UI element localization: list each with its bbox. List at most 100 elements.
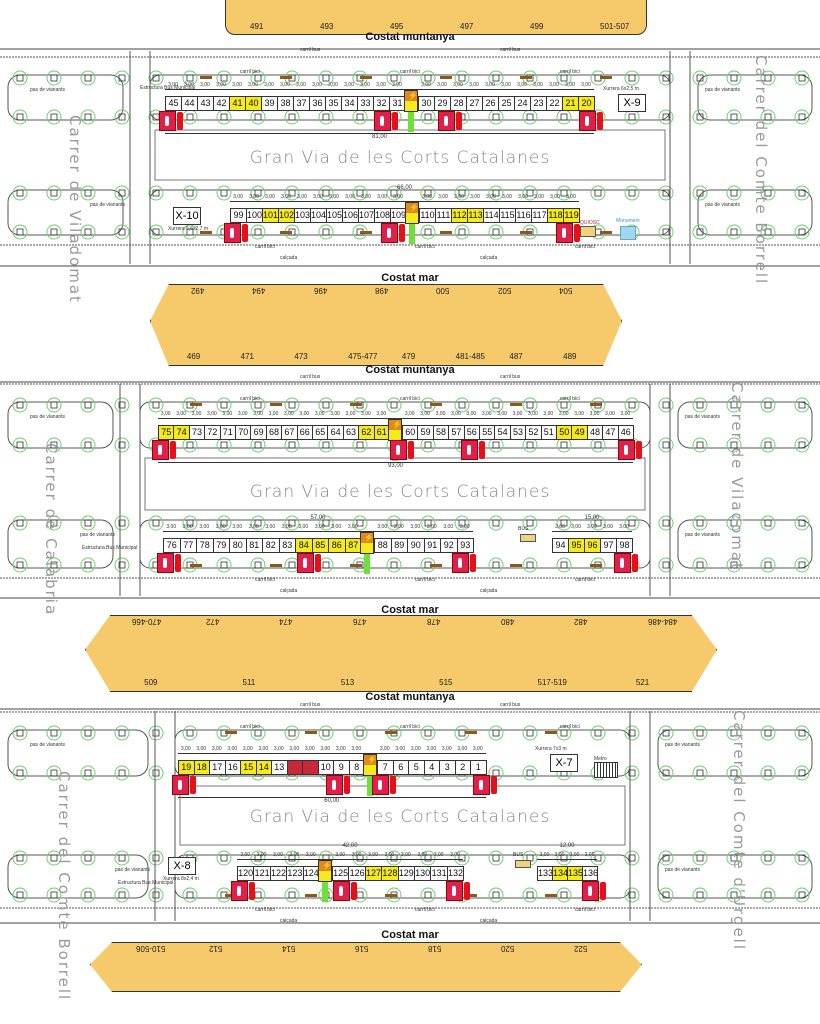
market-stall-128[interactable]: 128 [381,866,399,881]
market-stall-127[interactable]: 127 [364,866,383,881]
market-stall-42[interactable]: 42 [213,96,230,111]
market-stall-113[interactable]: 113 [467,208,484,223]
market-stall-28[interactable]: 28 [450,96,467,111]
market-stall-24[interactable]: 24 [514,96,531,111]
market-stall-48[interactable]: 48 [586,425,604,440]
market-stall-57[interactable]: 57 [448,425,465,440]
market-stall-66[interactable]: 66 [296,425,313,440]
market-stall-35[interactable]: 35 [325,96,342,111]
market-stall-72[interactable]: 72 [204,425,221,440]
xurrera-X-7[interactable]: X-7 [550,754,578,772]
market-stall-116[interactable]: 116 [515,208,532,223]
xurrera-X-9[interactable]: X-9 [618,94,646,112]
market-stall-23[interactable]: 23 [530,96,547,111]
market-stall-76[interactable]: 76 [163,538,181,553]
market-stall-74[interactable]: 74 [173,425,190,440]
market-stall-133[interactable]: 133 [537,866,553,881]
market-stall-120[interactable]: 120 [237,866,255,881]
market-stall-136[interactable]: 136 [582,866,598,881]
market-stall-75[interactable]: 75 [158,425,175,440]
market-stall-55[interactable]: 55 [479,425,496,440]
xurrera-X-8[interactable]: X-8 [168,857,196,875]
market-stall-43[interactable]: 43 [197,96,214,111]
market-stall-98[interactable]: 98 [616,538,633,553]
market-stall-95[interactable]: 95 [568,538,585,553]
market-stall-132[interactable]: 132 [446,866,465,881]
market-stall-73[interactable]: 73 [188,425,206,440]
market-stall-125[interactable]: 125 [332,866,350,881]
market-stall-111[interactable]: 111 [435,208,452,223]
market-stall-18[interactable]: 18 [193,760,210,775]
market-stall-37[interactable]: 37 [293,96,310,111]
market-stall-105[interactable]: 105 [326,208,343,223]
market-stall-131[interactable]: 131 [430,866,448,881]
market-stall-71[interactable]: 71 [219,425,236,440]
market-stall-19[interactable]: 19 [178,760,195,775]
market-stall-44[interactable]: 44 [181,96,198,111]
market-stall-99[interactable]: 99 [230,208,247,223]
market-stall-64[interactable]: 64 [327,425,344,440]
market-stall-117[interactable]: 117 [531,208,548,223]
market-stall-69[interactable]: 69 [250,425,267,440]
market-stall-27[interactable]: 27 [466,96,483,111]
market-stall-62[interactable]: 62 [358,425,375,440]
market-stall-13[interactable]: 13 [271,760,288,775]
market-stall-5[interactable]: 5 [408,760,425,775]
market-stall-119[interactable]: 119 [563,208,580,223]
market-stall-22[interactable]: 22 [546,96,563,111]
market-stall-4[interactable]: 4 [423,760,440,775]
market-stall-107[interactable]: 107 [358,208,375,223]
market-stall-102[interactable]: 102 [278,208,295,223]
market-stall-68[interactable]: 68 [265,425,283,440]
market-stall-25[interactable]: 25 [498,96,515,111]
market-stall-114[interactable]: 114 [483,208,500,223]
market-stall-78[interactable]: 78 [196,538,214,553]
market-stall-16[interactable]: 16 [224,760,241,775]
market-stall-126[interactable]: 126 [348,866,366,881]
market-stall-1[interactable]: 1 [470,760,487,775]
market-stall-89[interactable]: 89 [390,538,408,553]
market-stall-103[interactable]: 103 [294,208,311,223]
market-stall-122[interactable]: 122 [269,866,288,881]
market-stall-2[interactable]: 2 [454,760,471,775]
market-stall-26[interactable]: 26 [482,96,499,111]
market-stall-123[interactable]: 123 [286,866,304,881]
market-stall-88[interactable]: 88 [374,538,392,553]
market-stall-12[interactable]: 12 [286,760,303,775]
market-stall-82[interactable]: 82 [262,538,280,553]
market-stall-77[interactable]: 77 [179,538,197,553]
market-stall-135[interactable]: 135 [567,866,583,881]
market-stall-45[interactable]: 45 [165,96,182,111]
market-stall-100[interactable]: 100 [246,208,263,223]
market-stall-65[interactable]: 65 [312,425,329,440]
market-stall-3[interactable]: 3 [439,760,456,775]
market-stall-85[interactable]: 85 [311,538,329,553]
market-stall-38[interactable]: 38 [277,96,294,111]
market-stall-9[interactable]: 9 [333,760,350,775]
market-stall-29[interactable]: 29 [434,96,451,111]
market-stall-83[interactable]: 83 [278,538,296,553]
market-stall-60[interactable]: 60 [402,425,419,440]
market-stall-63[interactable]: 63 [342,425,360,440]
market-stall-134[interactable]: 134 [552,866,568,881]
market-stall-94[interactable]: 94 [552,538,569,553]
market-stall-41[interactable]: 41 [229,96,246,111]
market-stall-15[interactable]: 15 [240,760,257,775]
market-stall-49[interactable]: 49 [571,425,588,440]
market-stall-90[interactable]: 90 [407,538,425,553]
market-stall-124[interactable]: 124 [302,866,320,881]
market-stall-34[interactable]: 34 [341,96,358,111]
market-stall-47[interactable]: 47 [602,425,619,440]
market-stall-20[interactable]: 20 [578,96,595,111]
market-stall-91[interactable]: 91 [423,538,441,553]
market-stall-92[interactable]: 92 [440,538,458,553]
market-stall-81[interactable]: 81 [245,538,263,553]
market-stall-118[interactable]: 118 [547,208,564,223]
market-stall-112[interactable]: 112 [451,208,468,223]
market-stall-80[interactable]: 80 [229,538,247,553]
market-stall-11[interactable]: 11 [302,760,319,775]
market-stall-36[interactable]: 36 [309,96,326,111]
market-stall-110[interactable]: 110 [419,208,436,223]
market-stall-40[interactable]: 40 [245,96,262,111]
market-stall-14[interactable]: 14 [255,760,272,775]
